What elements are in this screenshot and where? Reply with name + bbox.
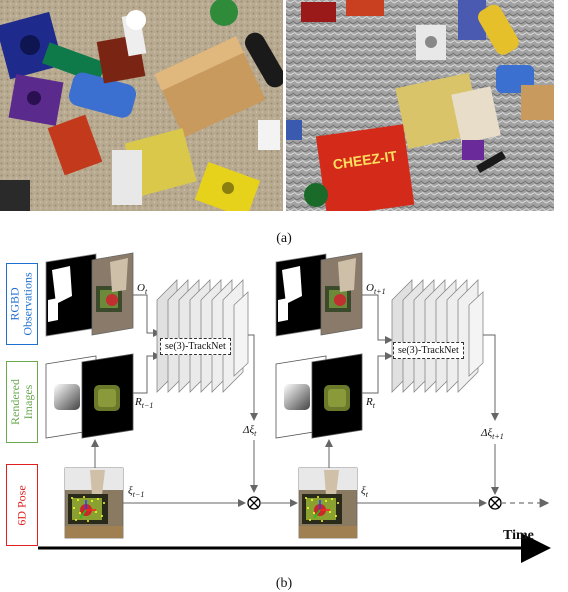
rendered-rgb-t — [81, 353, 134, 439]
label-o-t: Ot — [137, 282, 148, 297]
6d-pose-label: 6D Pose — [6, 464, 38, 546]
rendered-rgb-t1 — [311, 353, 363, 439]
pose-image-t-minus-1 — [64, 467, 124, 539]
compose-operator-1 — [247, 496, 261, 510]
label-xi-t: ξt — [361, 485, 368, 500]
caption-a: (a) — [276, 231, 292, 246]
label-xi-t-minus-1: ξt−1 — [128, 485, 145, 500]
tracknet-label-t1: se(3)-TrackNet — [393, 342, 464, 359]
observation-rgb-t — [91, 252, 134, 336]
tracknet-label-t: se(3)-TrackNet — [160, 338, 231, 355]
observation-depth-t1 — [275, 253, 327, 337]
label-o-t1: Ot+1 — [366, 282, 386, 297]
compose-operator-2 — [488, 496, 502, 510]
synthetic-scene-left — [0, 0, 283, 211]
time-label: Time — [503, 528, 534, 543]
synthetic-scene-left-art — [0, 0, 283, 211]
label-r-t-minus-1: Rt−1 — [135, 396, 154, 411]
synthetic-scene-right: CHEEZ-IT — [286, 0, 554, 211]
synthetic-scene-right-art: CHEEZ-IT — [286, 0, 554, 211]
label-delta-xi-t1: Δξt+1 — [481, 427, 504, 442]
label-r-t: Rt — [366, 396, 375, 411]
tracknet-layers-t — [156, 279, 249, 393]
tracknet-layers-t1 — [391, 279, 484, 393]
observation-depth-t — [45, 253, 97, 337]
caption-b: (b) — [275, 576, 293, 591]
observation-rgb-t1 — [320, 252, 363, 336]
label-delta-xi-t: Δξt — [243, 424, 257, 439]
pose-image-t — [298, 467, 358, 539]
